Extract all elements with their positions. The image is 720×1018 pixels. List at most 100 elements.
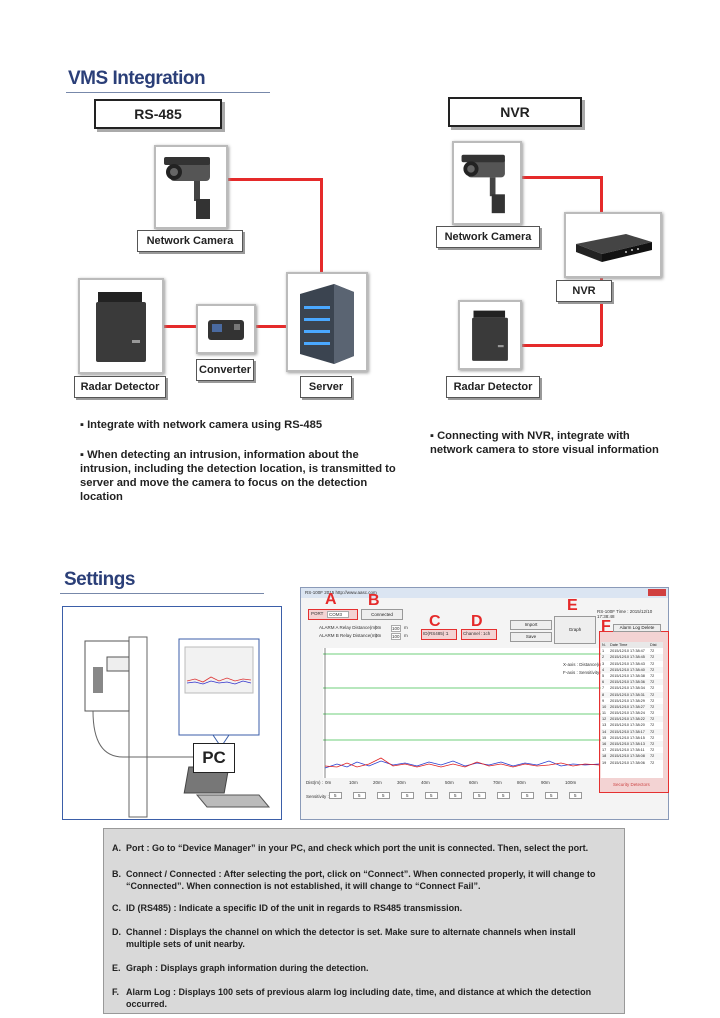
log-datetime: 2015/12/10 17:38:13 [610, 742, 645, 746]
log-num: 8 [602, 692, 605, 697]
sensitivity-select[interactable]: 5 [545, 792, 558, 799]
log-num: 16 [602, 742, 607, 746]
sensitivity-select[interactable]: 5 [569, 792, 582, 799]
alarm-a-label: ALARM A Relay Distance(m) : [319, 625, 380, 630]
sensitivity-select[interactable]: 5 [473, 792, 486, 799]
channel-highlight [461, 629, 497, 640]
log-datetime: 2015/12/10 17:38:40 [610, 667, 645, 672]
note-f: F.Alarm Log : Displays 100 sets of previ… [112, 987, 604, 1010]
log-dist: 72 [650, 704, 655, 709]
log-num: 7 [602, 686, 605, 691]
channel-label: Channel : [463, 631, 483, 636]
connect-button[interactable]: Connected [361, 609, 403, 620]
log-num: 15 [602, 735, 607, 740]
log-datetime: 2015/12/10 17:38:24 [610, 711, 645, 716]
sensitivity-select[interactable]: 5 [425, 792, 438, 799]
log-dist: 72 [650, 667, 655, 672]
port-select[interactable]: COM3 [327, 611, 350, 618]
camera-server-line-vertical [320, 178, 323, 273]
nvr-camera-label: Network Camera [436, 226, 540, 248]
note-c: C.ID (RS485) : Indicate a specific ID of… [112, 903, 604, 915]
note-a: A.Port : Go to “Device Manager” in your … [112, 843, 604, 855]
log-dist: 72 [650, 698, 655, 703]
log-datetime: 2015/12/10 17:38:11 [610, 748, 645, 753]
dist-ticks: 0m 10m 20m 30m 40m 50m 60m 70m 80m 90m 1… [325, 780, 595, 786]
note-d-text: Channel : Displays the channel on which … [126, 927, 576, 949]
alarm-b-to[interactable]: 100 [391, 633, 401, 640]
server-label: Server [300, 376, 352, 398]
sensitivity-select[interactable]: 5 [449, 792, 462, 799]
alarm-log-delete-button[interactable]: Alarm Log Delete [613, 624, 661, 632]
alarm-a-to[interactable]: 100 [391, 625, 401, 632]
note-e: E.Graph : Displays graph information dur… [112, 963, 604, 975]
sensitivity-select[interactable]: 5 [377, 792, 390, 799]
alarm-b-label: ALARM B Relay Distance(m) : [319, 633, 380, 638]
marker-c: C [429, 613, 441, 630]
sensitivity-select[interactable]: 5 [497, 792, 510, 799]
sensitivity-select[interactable]: 5 [521, 792, 534, 799]
log-dist: 72 [650, 673, 655, 678]
dist-tick: 100m [565, 780, 577, 785]
log-num: 12 [602, 717, 607, 722]
marker-b: B [368, 592, 380, 609]
log-datetime: 2015/12/10 17:38:22 [610, 717, 645, 722]
marker-e: E [567, 597, 578, 614]
pc-connection-illustration: PC [62, 606, 282, 820]
note-f-key: F. [112, 987, 120, 997]
alarm-b-from[interactable]: 0m [375, 633, 382, 638]
id-label: ID(RS485) : [423, 631, 447, 636]
f-axis-legend: F-axis : Sensitivity Level [563, 670, 612, 675]
alarm-a-unit: m [404, 625, 408, 630]
log-num: 5 [602, 673, 605, 678]
sensitivity-select[interactable]: 5 [329, 792, 342, 799]
sensitivity-select[interactable]: 5 [401, 792, 414, 799]
rs485-camera-label: Network Camera [137, 230, 243, 252]
id-value[interactable]: 1 [446, 631, 449, 636]
dist-tick: 0m [325, 780, 332, 785]
radar-detector-image [78, 278, 164, 374]
camera-server-line [222, 178, 322, 181]
save-button[interactable]: Save [510, 632, 552, 642]
camera-icon [164, 157, 210, 219]
pole-unit-pc-icon [84, 636, 271, 818]
log-datetime: 2015/12/10 17:38:36 [610, 680, 645, 685]
dist-tick: 30m [397, 780, 406, 785]
graph-button[interactable]: Graph [554, 616, 596, 644]
dist-tick: 60m [469, 780, 478, 785]
import-button[interactable]: Import [510, 620, 552, 630]
sensitivity-select[interactable]: 5 [353, 792, 366, 799]
channel-value[interactable]: 1ch [483, 631, 491, 636]
log-col-dist: Dist [650, 643, 657, 647]
dist-tick: 70m [493, 780, 502, 785]
close-window-button[interactable] [648, 589, 666, 596]
nvr-radar-image [458, 300, 522, 370]
log-datetime: 2015/12/10 17:38:20 [610, 723, 645, 728]
alarm-a-from[interactable]: 0m [375, 625, 382, 630]
vms-title-underline [66, 92, 270, 93]
log-dist: 72 [650, 655, 655, 660]
nvr-bullet-1: ▪ Connecting with NVR, integrate with ne… [430, 430, 659, 456]
device-time: RS-100F Time : 2015/12/10 17:38:48 [597, 609, 653, 619]
camera-icon [461, 154, 505, 214]
nvr-recorder-icon [576, 234, 652, 262]
